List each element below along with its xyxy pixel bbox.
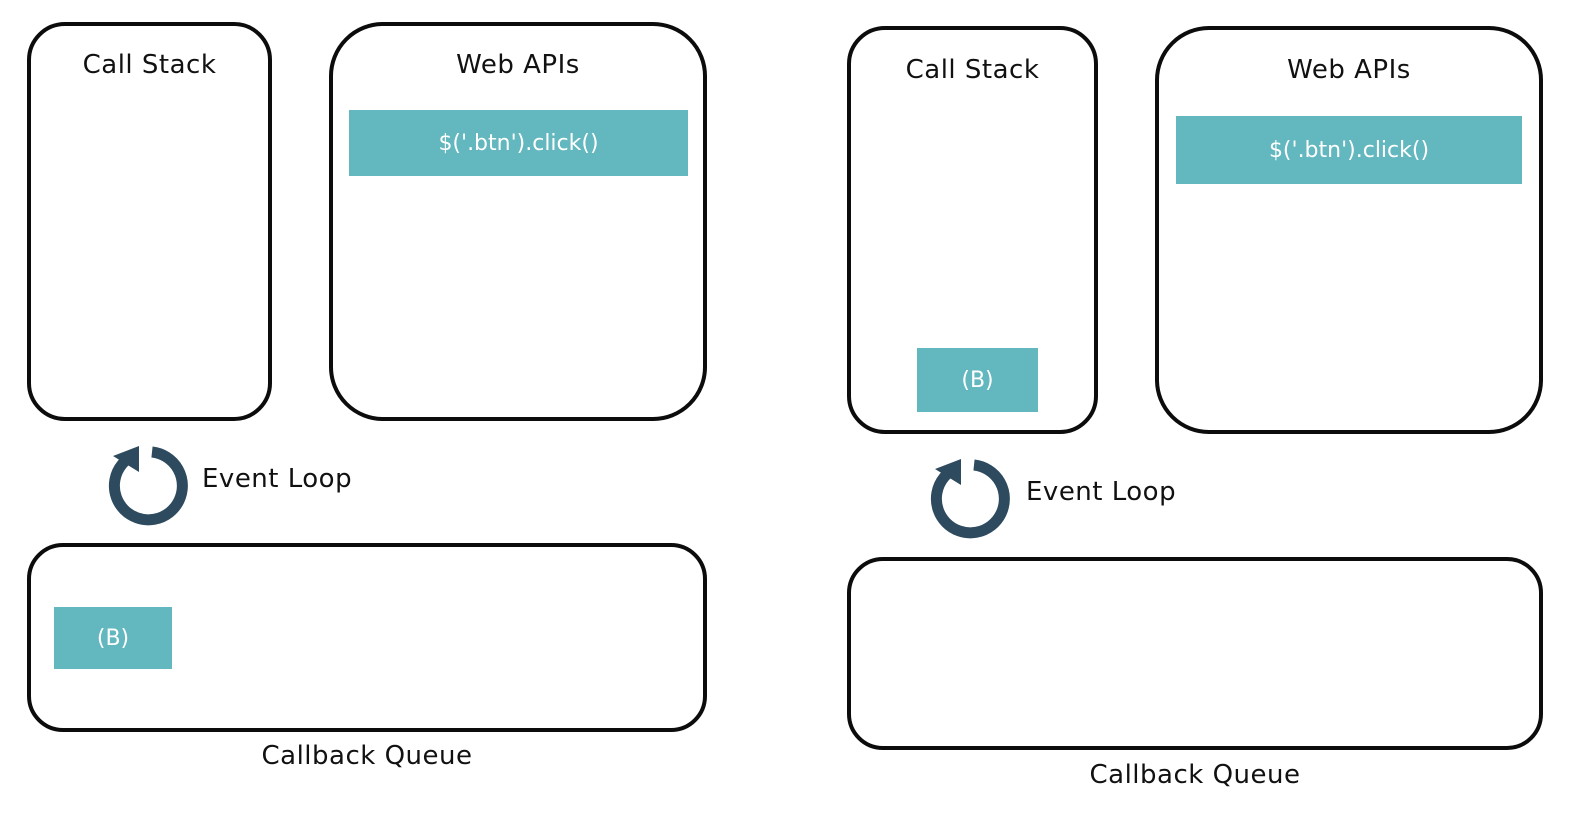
web-api-item: $('.btn').click(): [1176, 116, 1522, 184]
callback-queue-label: Callback Queue: [1089, 760, 1301, 790]
web-apis-title: Web APIs: [456, 50, 580, 80]
callback-queue-label: Callback Queue: [261, 741, 473, 771]
call-stack-title: Call Stack: [905, 55, 1040, 85]
callback-queue-item: (B): [54, 607, 172, 669]
call-stack-box: Call Stack: [27, 22, 272, 421]
call-stack-item: (B): [917, 348, 1038, 412]
callback-queue-box: (B): [27, 543, 707, 732]
circular-arrow-icon: [108, 446, 188, 526]
call-stack-title: Call Stack: [82, 50, 217, 80]
event-loop-label: Event Loop: [1026, 477, 1177, 507]
event-loop-label: Event Loop: [202, 464, 353, 494]
web-apis-box: Web APIs $('.btn').click(): [1155, 26, 1543, 434]
circular-arrow-icon: [930, 459, 1010, 539]
call-stack-box: Call Stack (B): [847, 26, 1098, 434]
web-apis-title: Web APIs: [1287, 55, 1411, 85]
diagram-panel-right: Call Stack (B) Web APIs $('.btn').click(…: [786, 0, 1572, 820]
callback-queue-box: [847, 557, 1543, 750]
web-api-item: $('.btn').click(): [349, 110, 688, 176]
diagram-panel-left: Call Stack Web APIs $('.btn').click() Ev…: [27, 22, 707, 771]
web-apis-box: Web APIs $('.btn').click(): [329, 22, 707, 421]
